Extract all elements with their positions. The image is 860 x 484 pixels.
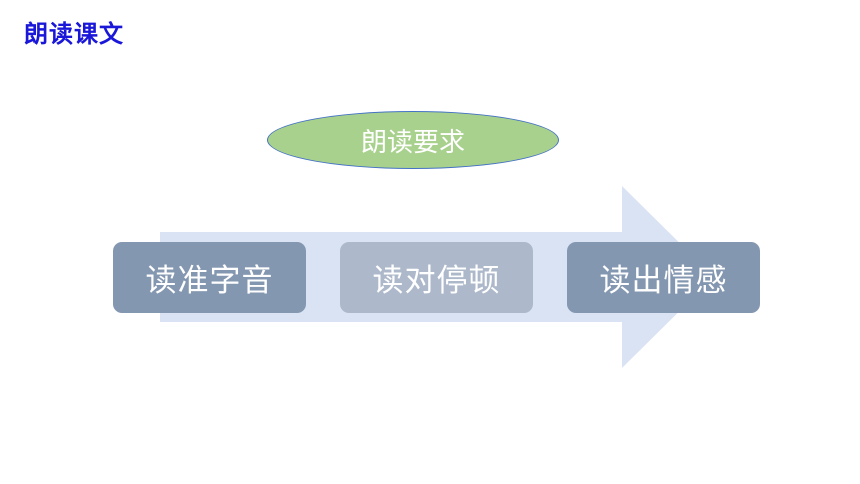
- requirements-oval: 朗读要求: [267, 111, 559, 169]
- step-3-label: 读出情感: [599, 263, 728, 299]
- requirements-label: 朗读要求: [360, 127, 465, 158]
- page-title: 朗读课文: [24, 20, 124, 48]
- step-1-label: 读准字音: [145, 263, 274, 299]
- step-3-box: 读出情感: [567, 242, 760, 313]
- step-2-box: 读对停顿: [340, 242, 533, 313]
- step-2-label: 读对停顿: [372, 263, 501, 299]
- step-1-box: 读准字音: [113, 242, 306, 313]
